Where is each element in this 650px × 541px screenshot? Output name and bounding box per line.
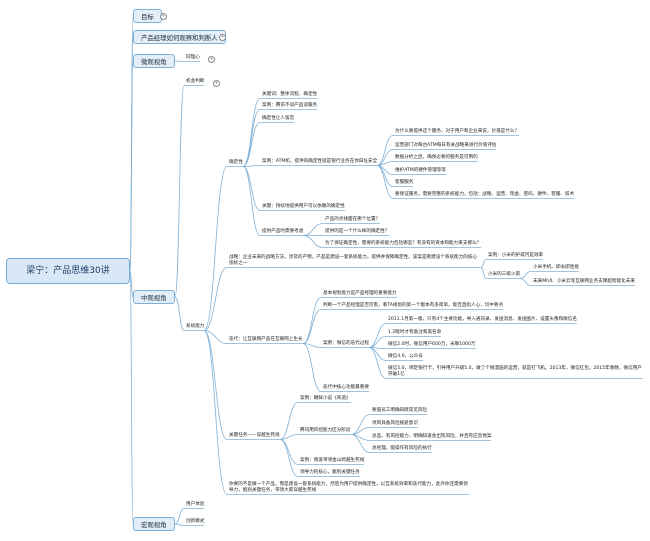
node-planning[interactable]: 基本规划能力是产品经理的重要能力 xyxy=(323,291,397,296)
node-case-novel[interactable]: 案例：朝鲜小说《商道》 xyxy=(300,396,351,401)
node-xiaomi-miui[interactable]: 未来MIUI、小米云等互联网业务支撑超智能化未来 xyxy=(533,279,635,284)
node-system-capability[interactable]: 系统能力 xyxy=(186,324,205,329)
node-atm-data[interactable]: 数据分析之后，确保必要的服务是可用的 xyxy=(395,155,478,160)
node-wechat-v4[interactable]: 微信4.0，公众号 xyxy=(388,354,423,359)
connector xyxy=(174,508,185,525)
node-summary[interactable]: 你要的不是做一个产品，而是建设一套系统能力，然后为用户提供确定性，以互系统效率和… xyxy=(229,482,468,493)
node-strategy[interactable]: 战略：企业未来的战略方法，涉及的产物，产品是建设一套系统能力，提供并保障确定性。… xyxy=(229,255,478,266)
node-capabilities-needed[interactable]: 为了保证确定性，需要的系统能力包括哪些？有没有的资本和能力来支撑么？ xyxy=(325,241,482,246)
connector xyxy=(368,323,387,348)
connector xyxy=(302,309,322,344)
connector xyxy=(242,122,261,167)
node-key-task[interactable]: 关键任务——穿越生死线 xyxy=(229,433,280,438)
branch-micro[interactable]: 微观视角 xyxy=(133,54,175,68)
node-risk-project[interactable]: 项目具备风险规避意识 xyxy=(372,421,418,426)
node-what-certainty[interactable]: 提供的是一个什么样的确定性？ xyxy=(325,229,390,234)
connector xyxy=(203,330,228,344)
node-provide-product[interactable]: 提供产品时需要考虑 xyxy=(262,229,304,234)
node-wechat-v1[interactable]: 2011.1月第一版，只有4个主要功能，导入通讯录、发送消息、发送图片、设置头像… xyxy=(388,317,577,322)
node-wechat-v2[interactable]: 微信2.0时，微信用户600万，米聊1000万 xyxy=(388,342,476,347)
connector xyxy=(203,330,228,495)
node-point-line-plane[interactable]: 产品的点线面在哪个位置？ xyxy=(325,217,381,222)
node-core-feature[interactable]: 迭代中核心功能最重要 xyxy=(323,385,369,390)
connector xyxy=(129,270,134,298)
connector xyxy=(519,271,532,279)
connector xyxy=(242,165,261,167)
node-first-version[interactable]: 判断一个产品经理是否厉害，看TA规划的第一个版本有多简单，能否直指人心，切中要点 xyxy=(323,303,504,308)
connector xyxy=(480,259,487,268)
connector xyxy=(368,347,387,361)
node-xiaomi-phone[interactable]: 小米手机、即永即连接 xyxy=(533,265,579,270)
node-atm-system[interactable]: 要保证服务，需要完整的系统能力，包括：战略、运营、现金、密码、硬件、客服、技术 xyxy=(395,192,575,197)
connector xyxy=(129,270,134,525)
node-atm-ops[interactable]: 运营部门对每台ATM每日有关战略来进行价值评估 xyxy=(395,143,497,148)
connector xyxy=(302,235,324,248)
connector xyxy=(368,336,387,348)
node-risk-director[interactable]: 总监、有风控能力，明确知道会出现风险，并且有应急预案 xyxy=(372,434,492,439)
connector xyxy=(302,343,322,348)
branch-observe-people[interactable]: 产品经理如何观察和判断人 xyxy=(133,30,226,44)
connector xyxy=(242,98,261,167)
connector xyxy=(350,434,371,453)
connector xyxy=(242,166,261,236)
connector xyxy=(242,109,261,167)
node-certainty[interactable]: 确定性 xyxy=(229,160,243,165)
connector xyxy=(279,439,299,477)
connector xyxy=(376,135,394,166)
node-atm-hardware[interactable]: 维护ATM的硬件管理等等 xyxy=(395,168,446,173)
node-leadership[interactable]: 领导力的核心，甄别关键任务 xyxy=(300,470,360,475)
node-keep-certainty[interactable]: 关键：持续地提供用户可以依赖的确定性 xyxy=(262,204,345,209)
connector xyxy=(279,434,299,440)
expand-icon[interactable]: + xyxy=(213,80,220,87)
connector xyxy=(174,85,185,298)
node-tencent-risk[interactable]: 腾讯用风控能力区分阶段 xyxy=(300,428,351,433)
branch-goal[interactable]: 目标 xyxy=(133,9,162,23)
connector xyxy=(519,278,532,286)
connector xyxy=(279,402,299,440)
node-keyword-flow[interactable]: 关键词：整体流程、确定性 xyxy=(262,92,318,97)
connector xyxy=(350,414,371,435)
node-case-tencent[interactable]: 案例：腾讯不谈产品谈服务 xyxy=(262,103,318,108)
node-case-kingsoft[interactable]: 案例：情爱带领金山跨越生死线 xyxy=(300,458,365,463)
node-innovation-model[interactable]: 创新模式 xyxy=(186,519,205,524)
node-atm-service[interactable]: 客服服务 xyxy=(395,180,414,185)
root-node[interactable]: 梁宁：产品思维30讲 xyxy=(6,258,130,284)
node-xiaomi-rocket[interactable]: 小米的三级火箭 xyxy=(488,272,521,277)
connector xyxy=(174,60,185,62)
node-wechat-v12[interactable]: 1.2版时才有备注和黑名单 xyxy=(388,330,442,335)
connector xyxy=(302,223,324,236)
connector xyxy=(480,267,487,279)
connector xyxy=(203,166,228,331)
expand-icon[interactable]: + xyxy=(208,56,215,63)
node-risk-gm[interactable]: 总经理，能操作有风险的执行 xyxy=(372,446,432,451)
node-iteration[interactable]: 迭代：让互联网产品在互联网上生长 xyxy=(229,337,303,342)
branch-macro[interactable]: 宏观视角 xyxy=(133,517,175,531)
node-atm-why[interactable]: 为什么要提供这个服务，对于用户和企业来说，价值是什么？ xyxy=(395,129,520,134)
branch-mid[interactable]: 中观视角 xyxy=(133,290,175,304)
expand-icon[interactable]: + xyxy=(160,13,167,20)
node-risk-staff[interactable]: 要遏员工明确知晓常见风险 xyxy=(372,408,428,413)
connector xyxy=(174,296,185,331)
connector xyxy=(203,267,228,331)
node-empathy[interactable]: 同理心 xyxy=(186,55,200,60)
connector xyxy=(279,439,299,465)
node-certainty-retain[interactable]: 确定性让人留恋 xyxy=(262,116,295,121)
node-user-experience[interactable]: 用户体验 xyxy=(186,502,205,507)
node-case-atm[interactable]: 案例：ATM机，提供的确定性就是银行业务在你旧址安全 xyxy=(262,159,378,164)
connector xyxy=(368,347,387,379)
connector xyxy=(174,523,185,526)
node-case-wechat[interactable]: 案例：微信的迭代过程 xyxy=(323,341,369,346)
connector xyxy=(376,165,394,199)
connector xyxy=(129,60,134,272)
connector xyxy=(302,297,322,344)
node-wechat-v5[interactable]: 微信5.0，绑定银行卡，引导用户升级5.0，做了个微漫画的运营，就是打飞机。20… xyxy=(388,366,642,377)
node-xiaomi-moat[interactable]: 案例：小米的护城河是效率 xyxy=(488,253,544,258)
connector xyxy=(203,330,228,440)
connector xyxy=(302,343,322,392)
node-opportunity[interactable]: 机会判断 xyxy=(186,79,205,84)
expand-icon[interactable]: + xyxy=(219,34,226,41)
